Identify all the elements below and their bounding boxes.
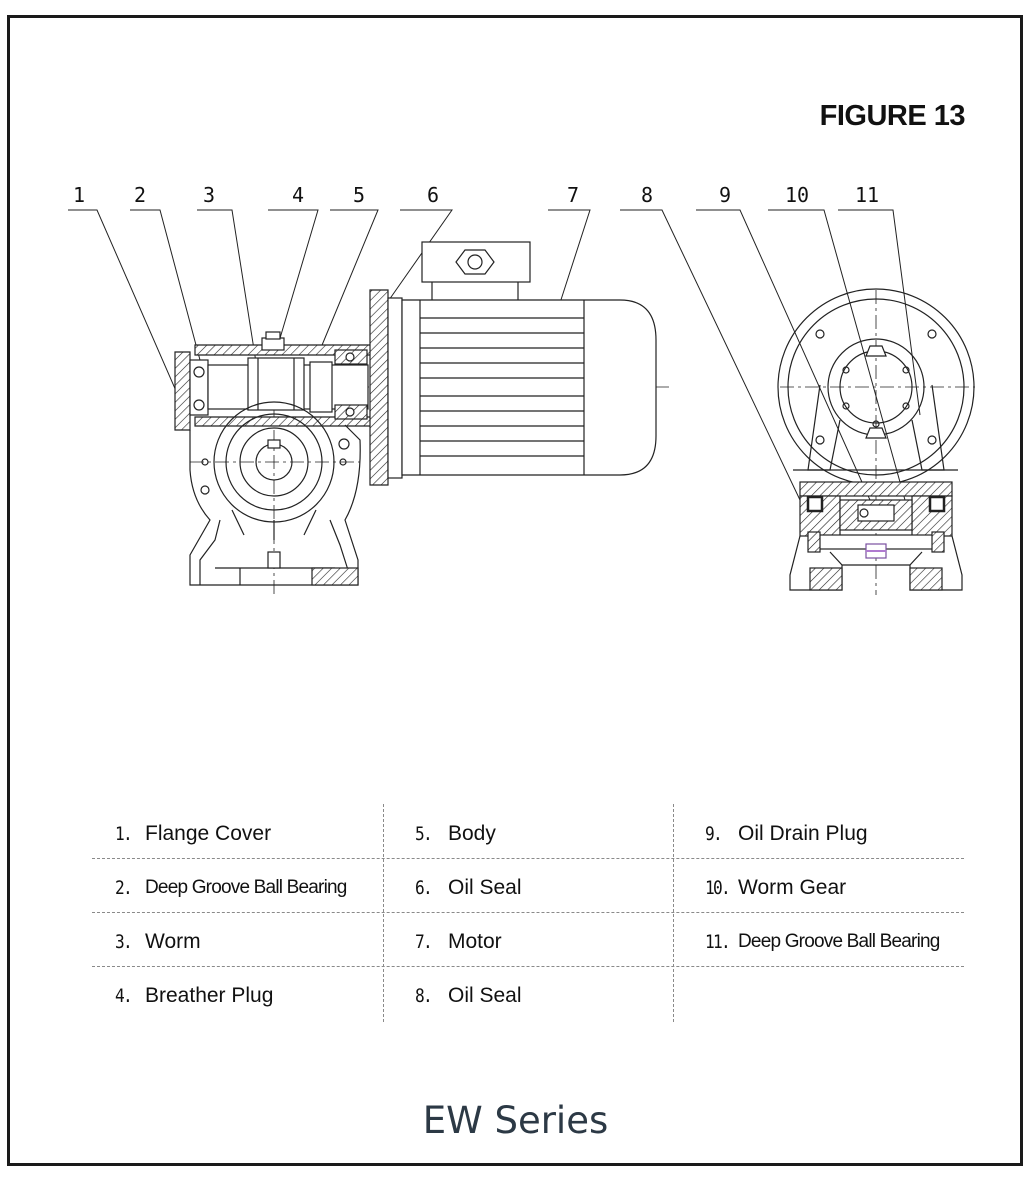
legend-label: Flange Cover [145, 822, 272, 845]
legend-label: Oil Drain Plug [738, 822, 868, 845]
legend-num: 9. [705, 823, 723, 845]
legend-item: 1. Flange Cover [115, 807, 271, 861]
legend-item: 6. Oil Seal [415, 861, 522, 915]
legend-num: 2. [115, 877, 133, 899]
column-divider [383, 804, 384, 1022]
callout-4: 4 [292, 183, 304, 207]
parts-legend: 1. Flange Cover 2. Deep Groove Ball Bear… [92, 804, 964, 1022]
legend-num: 4. [115, 985, 133, 1007]
figure-title: FIGURE 13 [819, 100, 966, 132]
front-view [777, 288, 975, 595]
legend-label: Breather Plug [145, 984, 274, 1007]
legend-item: 4. Breather Plug [115, 969, 273, 1023]
legend-item: 7. Motor [415, 915, 502, 969]
callout-5: 5 [353, 183, 365, 207]
row-divider [92, 966, 964, 967]
callout-10: 10 [785, 183, 809, 207]
legend-num: 8. [415, 985, 433, 1007]
callout-7: 7 [567, 183, 579, 207]
legend-label: Oil Seal [448, 876, 522, 899]
callout-2: 2 [134, 183, 146, 207]
legend-num: 6. [415, 877, 433, 899]
callout-8: 8 [641, 183, 653, 207]
legend-label: Deep Groove Ball Bearing [145, 877, 347, 898]
series-title: EW Series [422, 1099, 609, 1142]
legend-item: 3. Worm [115, 915, 201, 969]
legend-num: 10. [705, 877, 731, 899]
legend-label: Worm Gear [738, 876, 847, 899]
callout-6: 6 [427, 183, 439, 207]
legend-item: 11. Deep Groove Ball Bearing [705, 915, 940, 969]
legend-item: 5. Body [415, 807, 496, 861]
legend-num: 11. [705, 931, 731, 953]
callout-1: 1 [73, 183, 85, 207]
callout-numbers: 1 2 3 4 5 6 7 8 9 10 11 [73, 183, 879, 207]
legend-num: 5. [415, 823, 433, 845]
gearbox-technical-drawing: 1 2 3 4 5 6 7 8 9 10 11 [68, 183, 975, 595]
legend-num: 7. [415, 931, 433, 953]
page-frame [7, 15, 1023, 1166]
legend-item: 8. Oil Seal [415, 969, 522, 1023]
column-divider [673, 804, 674, 1022]
legend-num: 1. [115, 823, 133, 845]
legend-item: 2. Deep Groove Ball Bearing [115, 861, 347, 915]
callout-9: 9 [719, 183, 731, 207]
callout-3: 3 [203, 183, 215, 207]
legend-num: 3. [115, 931, 133, 953]
side-view [174, 241, 672, 595]
callout-11: 11 [855, 183, 879, 207]
row-divider [92, 858, 964, 859]
leader-lines [68, 209, 921, 501]
legend-label: Motor [448, 930, 502, 953]
row-divider [92, 912, 964, 913]
legend-label: Body [448, 822, 496, 845]
legend-label: Deep Groove Ball Bearing [738, 931, 940, 952]
legend-item: 9. Oil Drain Plug [705, 807, 868, 861]
legend-item: 10. Worm Gear [705, 861, 846, 915]
legend-label: Oil Seal [448, 984, 522, 1007]
legend-label: Worm [145, 930, 201, 953]
